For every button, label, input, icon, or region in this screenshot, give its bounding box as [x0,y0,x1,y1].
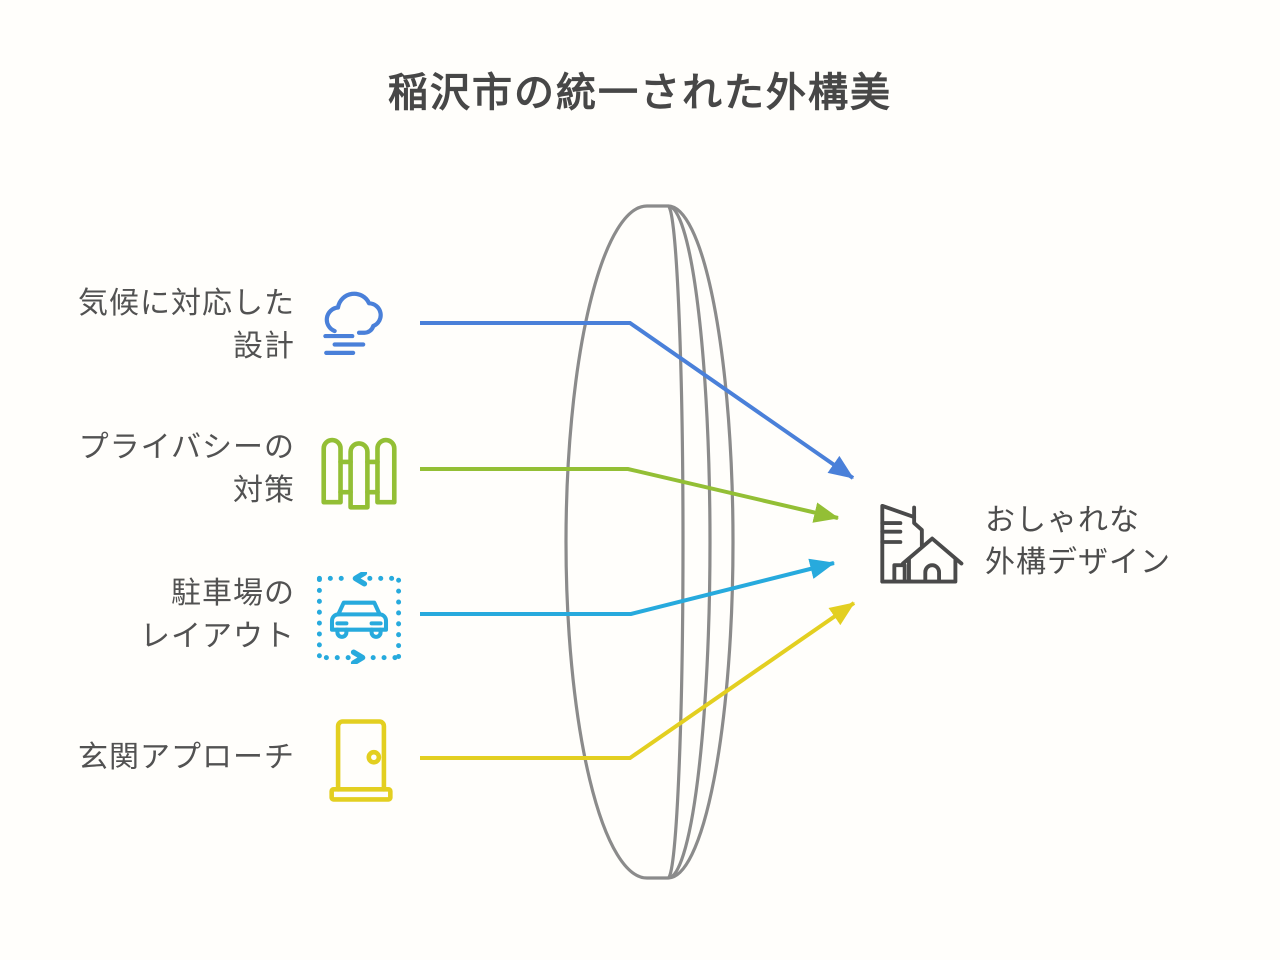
wind-cloud-icon [323,291,383,355]
source-label-entrance: 玄関アプローチ [78,741,295,774]
car-parking-icon [316,572,402,664]
result-label: おしゃれな 外構デザイン [985,504,1171,579]
connector-privacy [420,467,840,523]
connector-climate [420,321,855,480]
connector-parking [420,558,836,616]
source-label-parking: 駐車場の レイアウト [140,577,295,653]
connectors [420,321,856,760]
fence-icon [321,437,397,510]
connector-entrance [420,601,856,760]
building-house-icon [880,503,964,584]
lens-shape [564,204,735,880]
page-title: 稲沢市の統一された外構美 [388,71,892,115]
door-icon [329,719,393,802]
source-label-privacy: プライバシーの 対策 [78,431,295,507]
source-label-climate: 気候に対応した 設計 [78,287,295,363]
